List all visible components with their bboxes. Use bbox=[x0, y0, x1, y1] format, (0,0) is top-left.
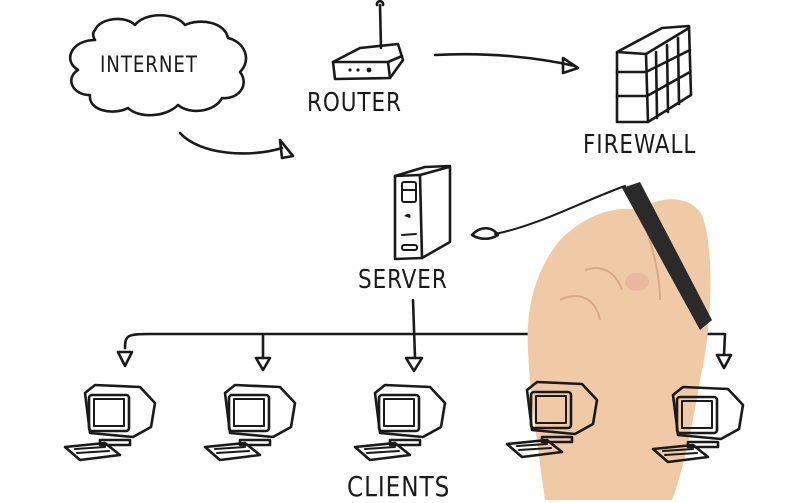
internet-label: INTERNET bbox=[100, 53, 198, 78]
desktop-computer-icon bbox=[63, 383, 157, 462]
arrow-firewall-to-server bbox=[470, 185, 626, 241]
brick-wall-icon bbox=[615, 24, 693, 124]
firewall-label: FIREWALL bbox=[583, 130, 697, 160]
cloud-icon bbox=[68, 13, 248, 117]
desktop-computer-icon bbox=[651, 385, 745, 464]
router-label: ROUTER bbox=[307, 88, 402, 118]
server-tower-icon bbox=[393, 164, 452, 261]
desktop-computer-icon bbox=[353, 383, 447, 462]
arrow-internet-to-router bbox=[178, 131, 295, 160]
client-computers bbox=[63, 380, 745, 464]
clients-label: CLIENTS bbox=[347, 470, 451, 503]
desktop-computer-icon bbox=[505, 380, 599, 459]
server-label: SERVER bbox=[358, 265, 448, 295]
desktop-computer-icon bbox=[203, 383, 297, 462]
router-icon bbox=[331, 0, 405, 81]
arrow-router-to-firewall bbox=[433, 52, 580, 75]
client-bus-line bbox=[116, 298, 733, 374]
hand-with-marker bbox=[527, 182, 712, 500]
